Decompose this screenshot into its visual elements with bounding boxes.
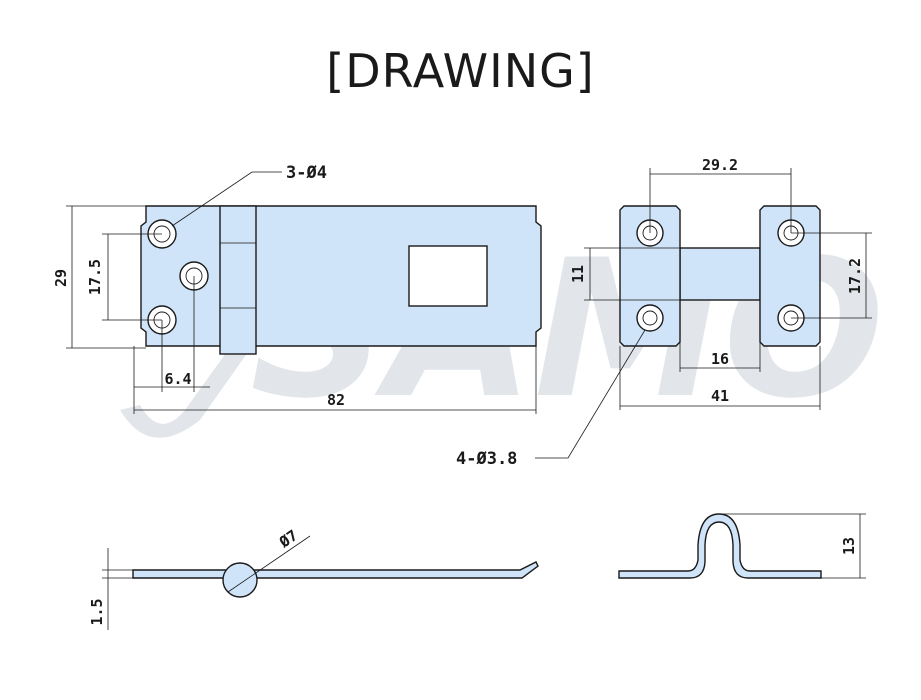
front-view-staple: 29.2 11 17.2 16 41 4-Ø3.8: [456, 156, 872, 469]
side-view-staple: 13: [618, 513, 866, 579]
staple-bridge: [679, 247, 761, 301]
hinge-knuckle: [222, 562, 258, 598]
callout-4-holes: 4-Ø3.8: [456, 449, 517, 469]
staple-right-plate: [759, 205, 821, 347]
hasp-hinge: [219, 205, 257, 355]
dim-height-17-2: 17.2: [846, 258, 864, 294]
dim-height-13: 13: [840, 537, 858, 555]
dim-offset-6-4: 6.4: [164, 370, 191, 388]
dim-thickness-1-5: 1.5: [88, 598, 106, 625]
hasp-slot: [408, 245, 488, 307]
dim-length-82: 82: [327, 391, 345, 409]
dim-width-41: 41: [711, 387, 729, 405]
side-view-hasp: Ø7 1.5: [88, 526, 539, 630]
callout-3-holes: 3-Ø4: [286, 163, 327, 183]
dim-hole-spacing-17-5: 17.5: [86, 259, 104, 295]
dim-height-11: 11: [569, 265, 587, 283]
staple-side-profile: [618, 513, 822, 579]
dim-knuckle-diameter: Ø7: [275, 526, 301, 552]
staple-left-plate: [619, 205, 681, 347]
hasp-side-plate: [132, 561, 539, 579]
front-view-hasp: 29 17.5 6.4 82 3-Ø4: [52, 163, 542, 414]
dim-bridge-16: 16: [711, 350, 729, 368]
dim-pitch-29-2: 29.2: [702, 156, 738, 174]
dim-height-29: 29: [52, 269, 70, 287]
drawing-title: [DRAWING]: [326, 44, 595, 98]
